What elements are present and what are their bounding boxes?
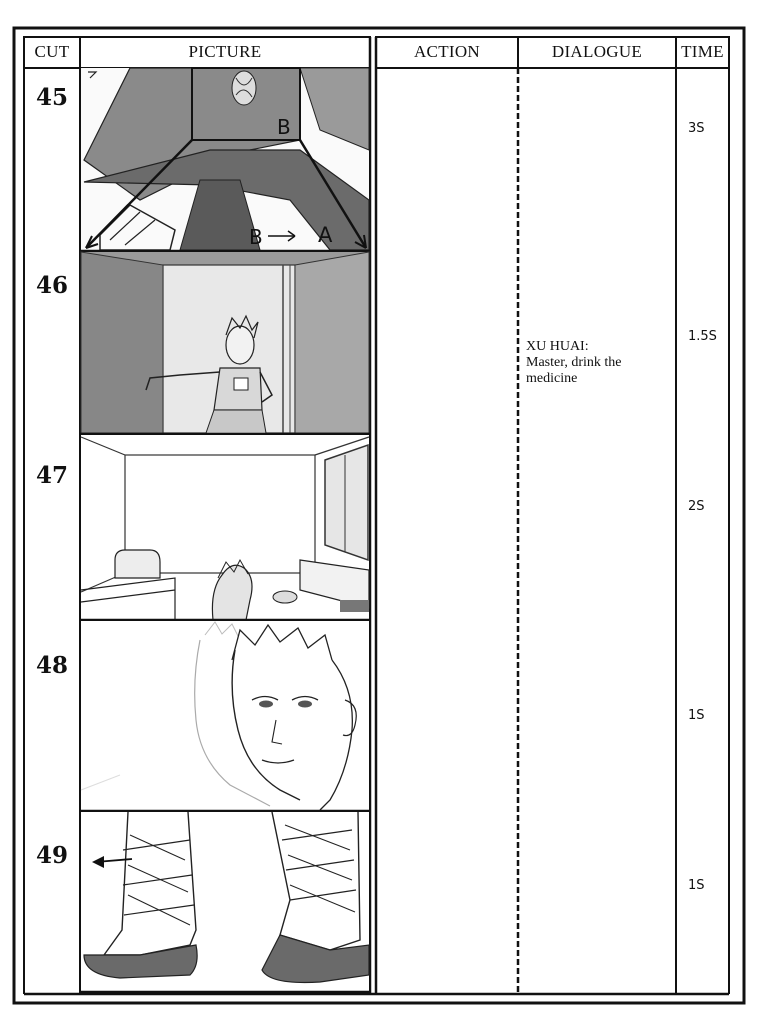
panel-49-sketch	[81, 811, 370, 992]
cut-time: 3S	[688, 121, 705, 136]
panel-48-sketch	[80, 621, 369, 811]
dialogue-speaker: XU HUAI:	[526, 339, 589, 354]
panel-45-frame-label: B	[277, 115, 291, 139]
cut-time: 1S	[688, 878, 705, 893]
header-dialogue: DIALOGUE	[551, 42, 643, 61]
panel-46-sketch	[80, 251, 370, 434]
header-picture: PICTURE	[188, 42, 262, 61]
dialogue-text: XU HUAI: Master, drink the medicine	[526, 339, 666, 387]
header-cut: CUT	[34, 42, 70, 61]
cut-number: 48	[35, 652, 68, 679]
cut-time: 1S	[688, 708, 705, 723]
panel-45-transition-to: A	[318, 223, 333, 247]
dialogue-line: medicine	[526, 371, 578, 386]
panel-45-transition-from: B	[249, 225, 263, 249]
cut-time: 2S	[688, 499, 705, 514]
panel-47-sketch	[80, 435, 370, 621]
panel-45-sketch	[81, 67, 370, 251]
cut-time: 1.5S	[688, 329, 717, 344]
cut-number: 45	[35, 84, 68, 111]
dialogue-line: Master, drink the	[526, 355, 622, 370]
outer-border	[12, 26, 746, 1005]
header-time: TIME	[681, 42, 724, 61]
cut-number: 46	[35, 272, 68, 299]
cut-number: 49	[35, 842, 68, 869]
header-action: ACTION	[413, 42, 480, 61]
cut-number: 47	[35, 462, 68, 489]
